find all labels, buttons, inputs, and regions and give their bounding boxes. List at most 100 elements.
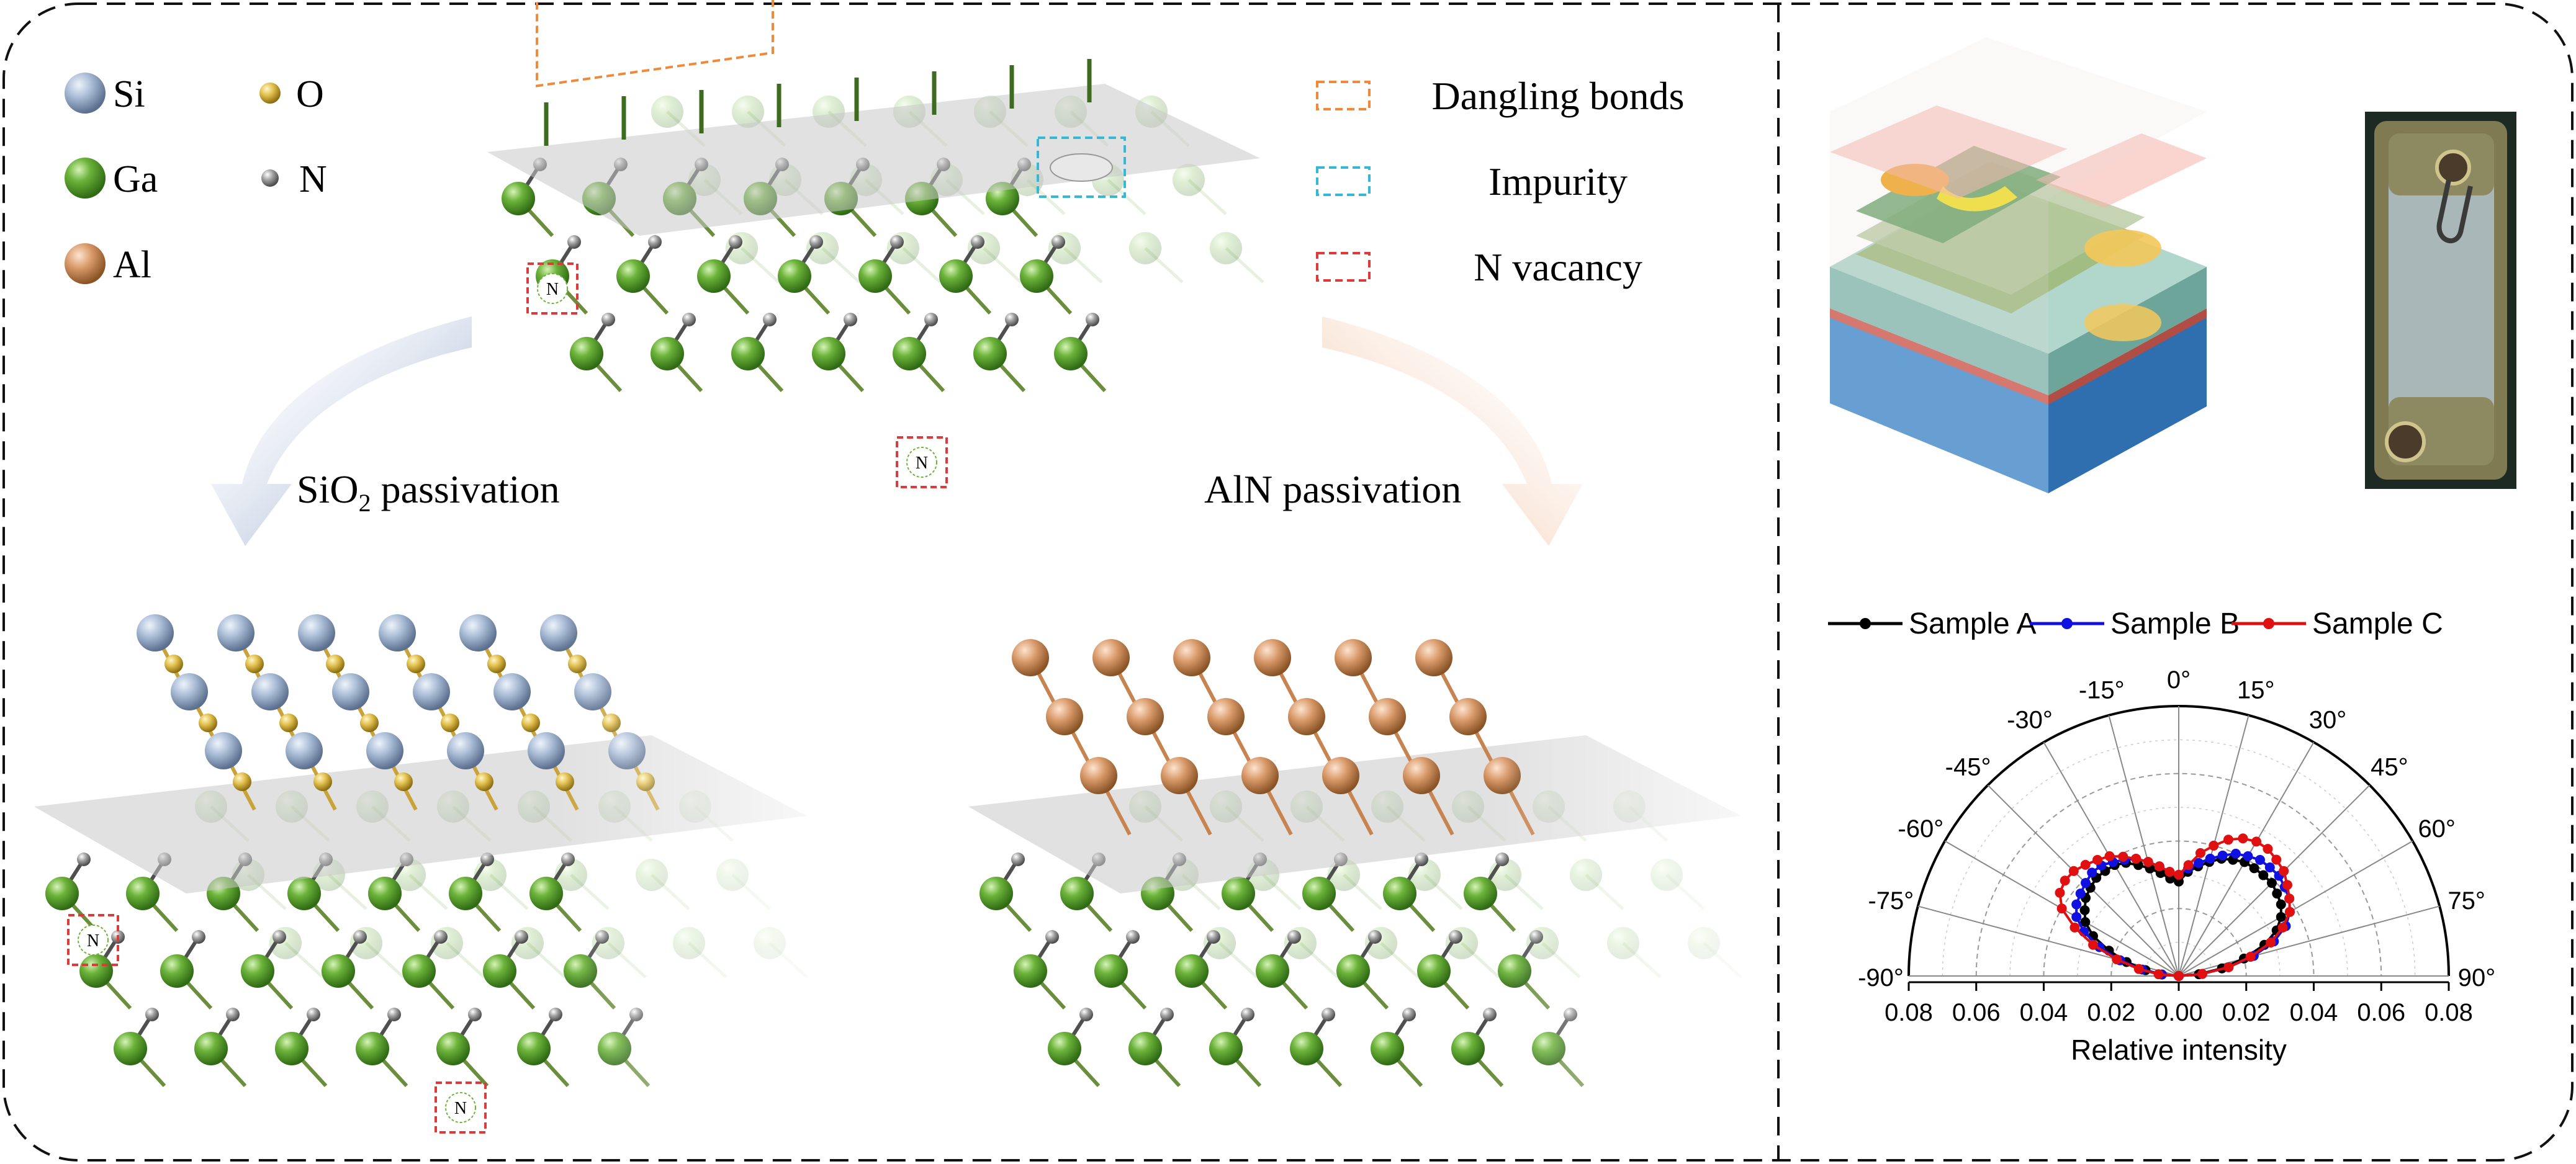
data-point: [2197, 969, 2207, 979]
ga-atom: [778, 259, 811, 293]
data-point: [2071, 911, 2082, 922]
al-atom: [1173, 639, 1210, 676]
crystal-sio2-passivated: NN: [34, 558, 838, 1148]
ga-atom: [356, 1032, 389, 1065]
o-atom: [394, 772, 413, 791]
data-point: [2271, 854, 2282, 865]
data-point: [2266, 878, 2277, 889]
o-atom: [233, 772, 251, 791]
data-point: [2266, 938, 2276, 948]
data-point: [2164, 867, 2175, 877]
data-point: [2238, 833, 2248, 844]
data-point: [2272, 889, 2282, 899]
ga-atom: [1128, 1032, 1162, 1065]
al-atom: [1161, 757, 1198, 794]
n-atom: [729, 235, 742, 249]
ga-atom: [570, 337, 603, 370]
faded-ga-atom: [1210, 232, 1242, 264]
ga-atom: [1060, 877, 1094, 910]
ga-atom: [973, 337, 1007, 370]
surface-plane: [487, 84, 1260, 236]
radial-tick-label: 0.00: [2155, 999, 2203, 1026]
radial-tick-label: 0.06: [1952, 999, 2001, 1026]
data-point: [2087, 867, 2097, 878]
crystal-aln-passivated: [968, 558, 1775, 1148]
data-point: [2282, 880, 2292, 890]
data-point: [2069, 922, 2080, 933]
o-atom: [487, 655, 506, 673]
n-atom: [567, 235, 581, 249]
vacancy-symbol: N: [916, 454, 928, 473]
legend-marker: [2061, 618, 2073, 629]
n-atom: [648, 235, 662, 249]
n-atom: [434, 930, 448, 944]
n-atom: [515, 930, 528, 944]
ga-atom: [322, 954, 355, 988]
n-atom: [1045, 930, 1059, 944]
data-point: [2080, 859, 2091, 870]
ga-atom: [529, 877, 563, 910]
ga-atom: [502, 182, 535, 215]
si-atom: [217, 614, 254, 651]
ga-atom: [1290, 1032, 1323, 1065]
legend-dangling-box: [1316, 81, 1371, 110]
ga-atom: [1222, 877, 1255, 910]
legend-dangling-label: Dangling bonds: [1431, 74, 1684, 118]
ga-atom: [1094, 954, 1128, 988]
data-point: [2118, 851, 2128, 862]
legend-impurity-label: Impurity: [1488, 159, 1628, 204]
data-point: [2133, 964, 2144, 974]
al-atom: [1092, 639, 1130, 676]
ga-atom: [1464, 877, 1497, 910]
al-atom: [1369, 698, 1406, 735]
al-atom: [1127, 698, 1164, 735]
al-atom: [1322, 757, 1359, 794]
vacancy-site: [78, 924, 109, 956]
si-atom: [171, 673, 208, 710]
data-point: [2284, 907, 2295, 917]
legend-ga-atom: [65, 158, 106, 199]
n-atom: [272, 930, 286, 944]
ga-atom: [402, 954, 436, 988]
data-point: [2254, 854, 2265, 865]
data-point: [2258, 870, 2269, 880]
n-vacancy-marker: [896, 436, 948, 488]
legend-ga-label: Ga: [113, 158, 158, 200]
n-atom: [1011, 853, 1025, 866]
ga-atom: [517, 1032, 551, 1065]
data-point: [2079, 905, 2090, 915]
depth-fade: [559, 558, 838, 1148]
o-atom: [475, 772, 493, 791]
n-atom: [353, 930, 367, 944]
arrow-to-sio2: [211, 316, 472, 546]
x-axis-label: Relative intensity: [2071, 1034, 2287, 1066]
arrow-to-aln: [1322, 316, 1583, 546]
radial-tick-label: 0.08: [1885, 999, 1933, 1026]
ga-atom: [368, 877, 402, 910]
polar-minor-arc: [2009, 807, 2348, 977]
aln-passivation-label: AlN passivation: [1204, 467, 1461, 511]
al-atom: [1012, 639, 1049, 676]
data-point: [2209, 840, 2219, 851]
si-atom: [205, 732, 242, 769]
si-atom: [332, 673, 369, 710]
ga-atom: [858, 259, 892, 293]
al-atom: [1449, 698, 1487, 735]
angle-tick-label: 0°: [2167, 666, 2191, 694]
data-point: [2092, 854, 2103, 865]
n-atom: [1126, 930, 1140, 944]
ga-atom: [1014, 954, 1047, 988]
angle-tick-label: -45°: [1945, 754, 1991, 781]
o-atom: [313, 772, 332, 791]
legend-marker: [2263, 618, 2274, 629]
data-point: [2056, 903, 2067, 914]
data-point: [2279, 866, 2289, 876]
angle-tick-label: 75°: [2448, 887, 2485, 915]
vacancy-site: [537, 273, 568, 304]
faded-ga-atom: [1129, 232, 1161, 264]
al-atom: [1288, 698, 1325, 735]
o-atom: [441, 714, 459, 732]
defect-legend: Dangling bonds Impurity N vacancy: [1316, 74, 1685, 289]
si-atom: [447, 732, 484, 769]
ga-atom: [1451, 1032, 1485, 1065]
